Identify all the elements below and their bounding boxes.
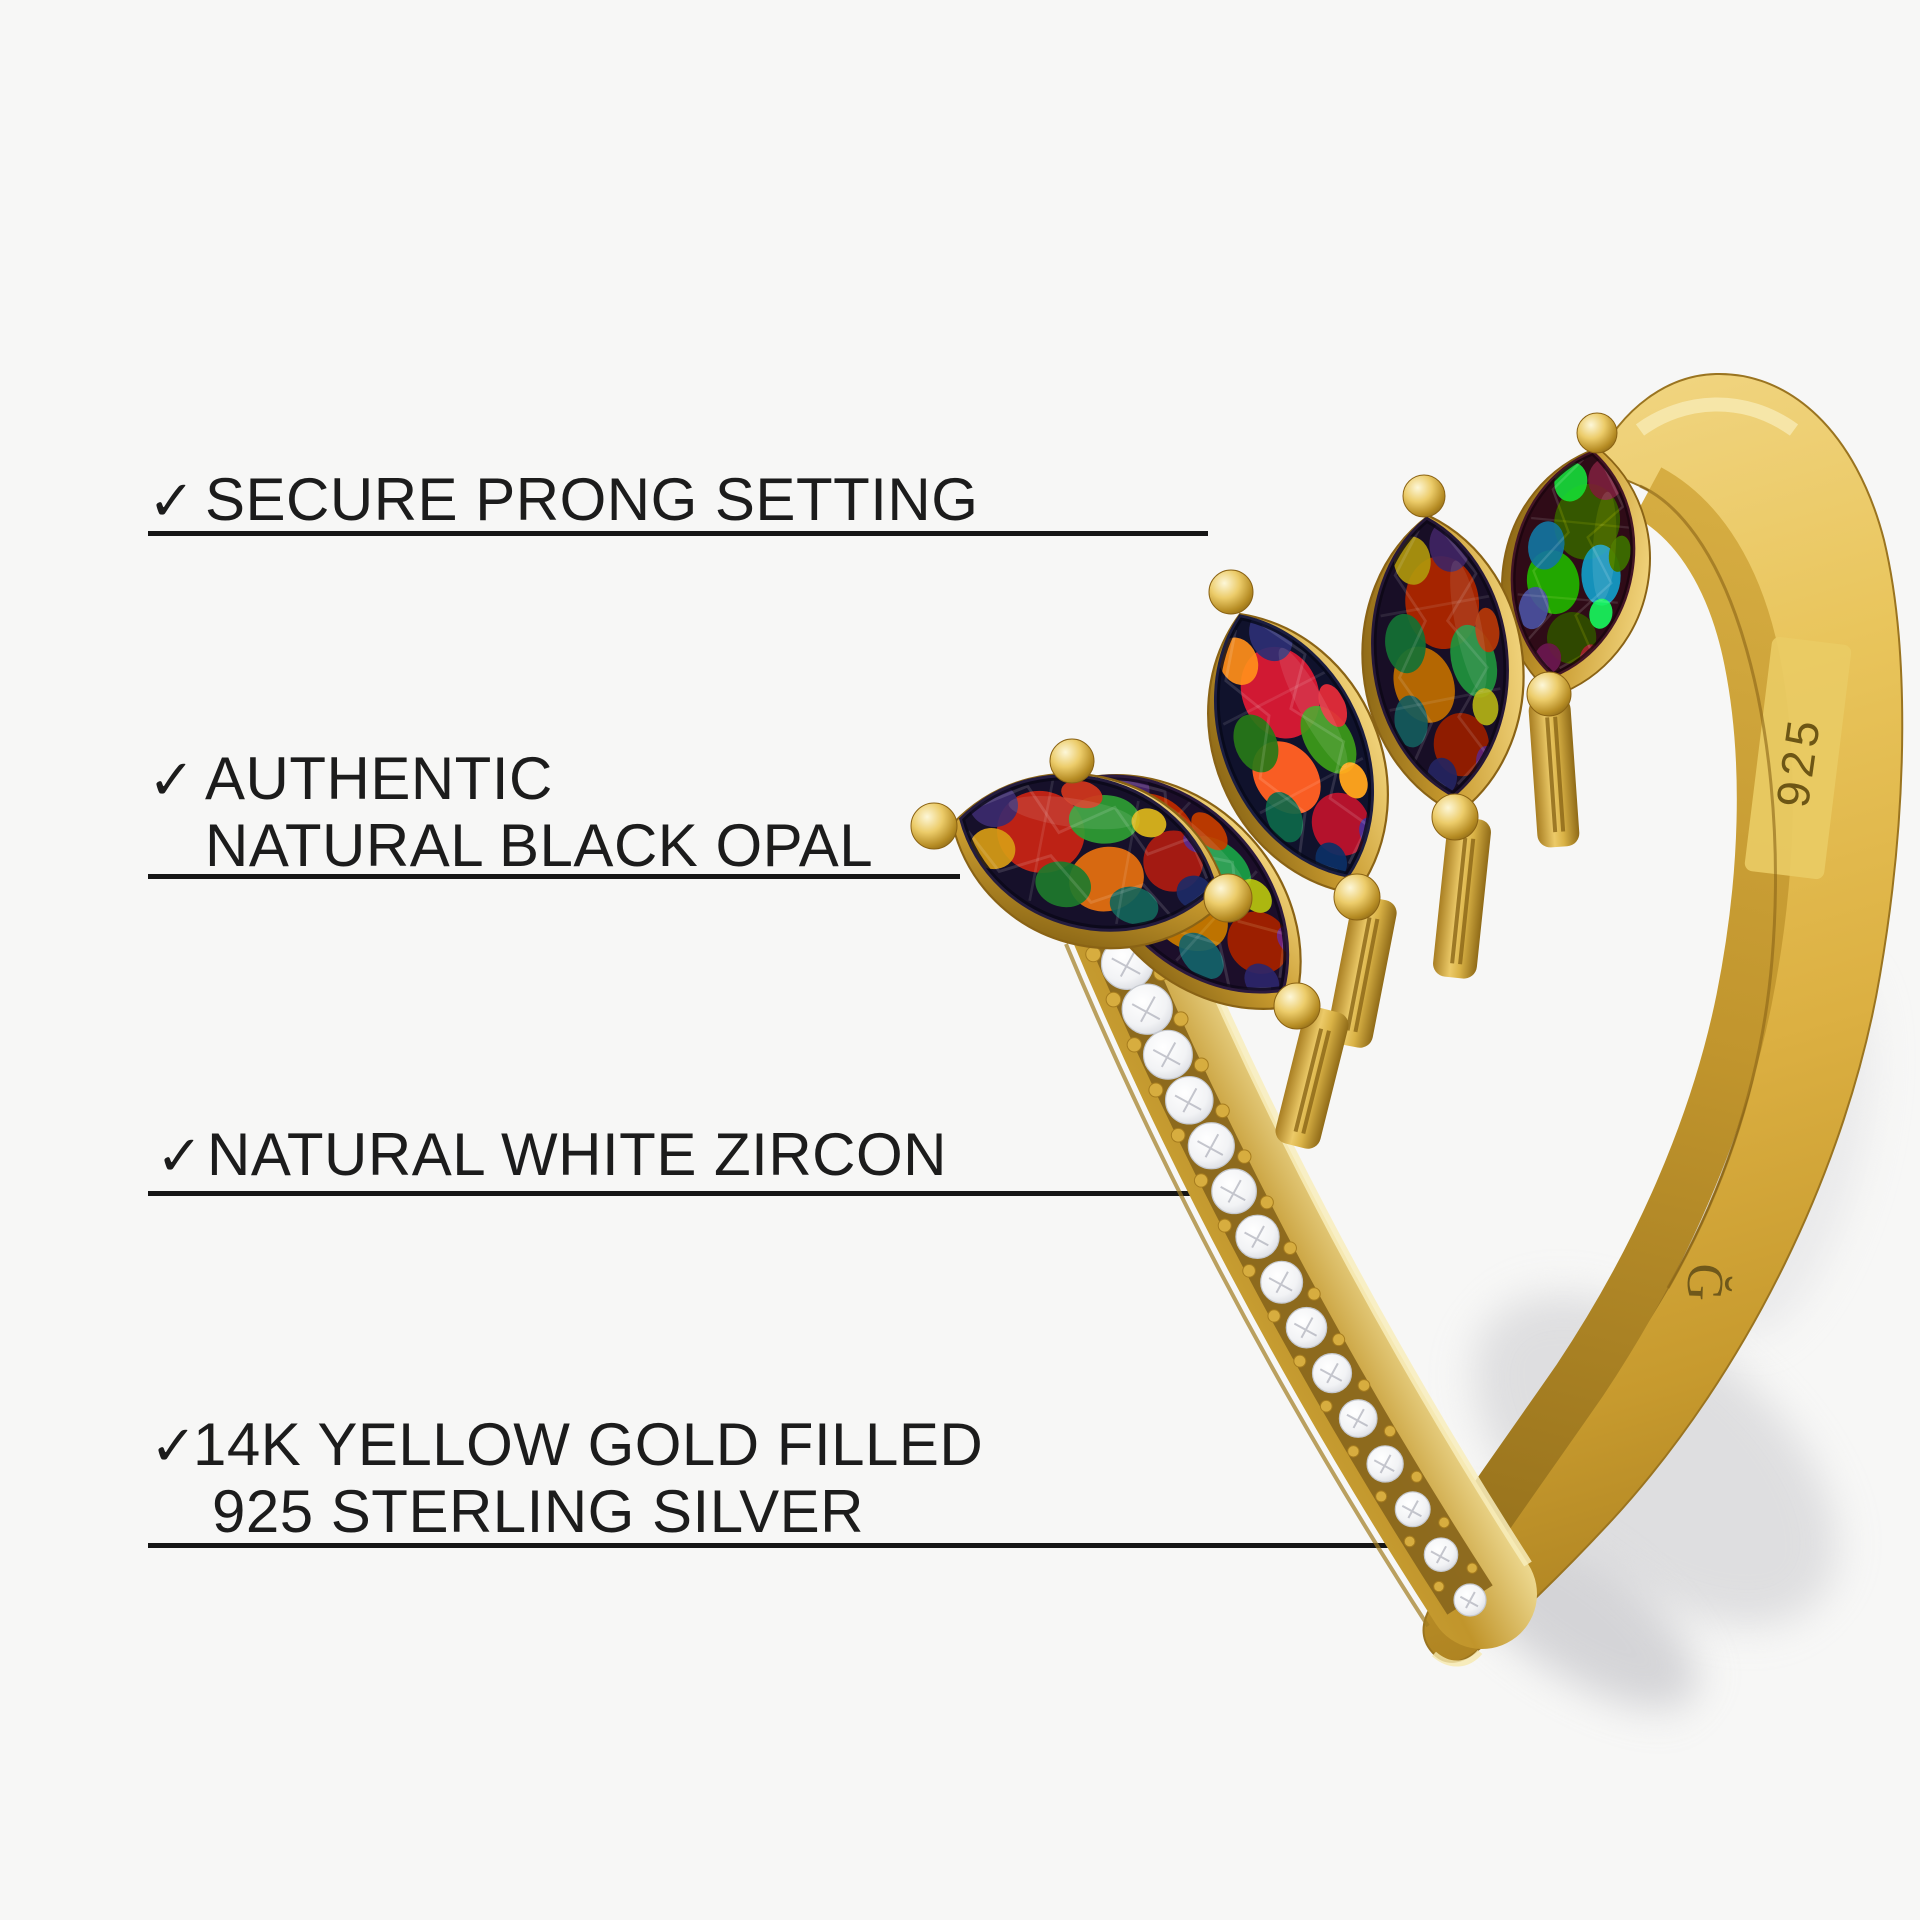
zircon-stone — [1285, 1306, 1328, 1349]
bead-prong — [1403, 1535, 1416, 1548]
bead-prong — [1438, 1516, 1450, 1529]
bead-prong — [1375, 1490, 1388, 1503]
zircon-facet-lines — [1319, 1362, 1343, 1384]
feature-label: SECURE PRONG SETTING — [205, 466, 979, 533]
zircon-stone — [1211, 1168, 1257, 1215]
zircon-facet-lines — [1459, 1591, 1479, 1609]
bead-prong — [1319, 1399, 1333, 1413]
hallmark-925-text: 925 — [1766, 712, 1830, 810]
check-icon: ✓ — [148, 748, 196, 811]
zircon-stone — [1311, 1353, 1353, 1394]
bead-prong — [1267, 1309, 1281, 1323]
prong-balls — [910, 412, 1618, 1030]
zircon-facet-lines — [1401, 1500, 1422, 1519]
band-inner-wall — [1424, 467, 1793, 1586]
bead-prong — [1307, 1287, 1321, 1301]
feature-white-zircon: ✓NATURAL WHITE ZIRCON — [156, 1122, 947, 1189]
bead-prong — [1347, 1445, 1360, 1458]
zircon-facet-lines — [1152, 1042, 1181, 1068]
bead-prong — [1217, 1218, 1232, 1233]
bead-prong — [1357, 1379, 1371, 1392]
zircon-stone — [1260, 1260, 1304, 1304]
callout-line-gold — [148, 1543, 1402, 1548]
zircon-facet-lines — [1111, 950, 1141, 977]
zircon-stone — [1423, 1537, 1459, 1572]
feature-gold-silver: ✓14K YELLOW GOLD FILLED 925 STERLING SIL… — [150, 1412, 983, 1545]
zircon-stone — [1338, 1399, 1378, 1438]
zircon-facet-lines — [1373, 1454, 1395, 1474]
feature-label: 14K YELLOW GOLD FILLED — [193, 1411, 984, 1478]
ring-band: 925 Ğ — [1422, 372, 1904, 1667]
zircon-stone — [1235, 1214, 1280, 1259]
zircon-facet-lines — [1346, 1408, 1369, 1429]
feature-label: NATURAL WHITE ZIRCON — [207, 1121, 947, 1188]
zircon-facet-lines — [1430, 1545, 1450, 1564]
bead-prong — [1170, 1127, 1186, 1143]
opal-group-3 — [1163, 581, 1433, 1048]
check-icon: ✓ — [156, 1124, 204, 1187]
bead-prong — [1433, 1580, 1445, 1593]
feature-label: 925 STERLING SILVER — [212, 1478, 864, 1545]
bead-prong — [1126, 1037, 1142, 1053]
opal-group-4 — [1347, 506, 1539, 979]
hallmark-panel — [1744, 636, 1852, 880]
zircon-facet-lines — [1220, 1179, 1246, 1203]
callout-line-opal — [148, 874, 960, 879]
bead-prong — [1105, 991, 1122, 1008]
bead-prong — [1193, 1173, 1209, 1188]
bead-prong — [1410, 1470, 1423, 1483]
feature-black-opal: ✓AUTHENTIC NATURAL BLACK OPAL — [148, 746, 873, 879]
feature-prong-setting: ✓SECURE PRONG SETTING — [148, 467, 978, 534]
bead-prong — [1215, 1103, 1230, 1119]
zircon-stone — [1394, 1491, 1431, 1528]
zircon-stone — [1366, 1445, 1404, 1483]
bead-prong — [1466, 1562, 1478, 1574]
bead-prong — [1085, 946, 1102, 963]
zircon-facet-lines — [1174, 1087, 1202, 1113]
opal-group-2 — [1024, 721, 1356, 1149]
bead-prong — [1283, 1241, 1297, 1256]
zircon-facet-lines — [1131, 996, 1161, 1023]
check-icon: ✓ — [150, 1414, 198, 1477]
bead-prong — [1259, 1195, 1274, 1210]
zircon-facet-lines — [1244, 1225, 1269, 1249]
bead-prong — [1173, 1011, 1189, 1027]
zircon-facet-lines — [1293, 1317, 1318, 1339]
bead-prong — [1237, 1149, 1252, 1164]
feature-label: NATURAL BLACK OPAL — [205, 812, 874, 879]
bead-prong — [1242, 1263, 1256, 1278]
bead-prong — [1193, 1057, 1209, 1073]
check-icon: ✓ — [148, 469, 196, 532]
opal-fan — [910, 412, 1671, 1149]
pave-band — [1064, 857, 1537, 1649]
zircon-stone — [1164, 1075, 1214, 1125]
zircon-stone — [1142, 1029, 1193, 1080]
zircon-stone — [1121, 983, 1173, 1035]
bead-prong — [1332, 1333, 1346, 1347]
feature-label: AUTHENTIC — [205, 745, 553, 812]
zircon-row — [1080, 890, 1487, 1617]
brand-mark-text: Ğ — [1675, 1262, 1733, 1302]
zircon-facet-lines — [1197, 1133, 1224, 1158]
opal-group-5 — [1481, 434, 1671, 848]
bead-prong — [1148, 1082, 1164, 1098]
bead-prong — [1293, 1354, 1307, 1368]
callout-line-zircon — [148, 1191, 1242, 1196]
zircon-stone — [1187, 1122, 1235, 1170]
zircon-stone — [1453, 1583, 1487, 1617]
bead-prong — [1383, 1424, 1397, 1438]
callout-line-prong — [148, 531, 1208, 536]
zircon-facet-lines — [1268, 1271, 1293, 1294]
